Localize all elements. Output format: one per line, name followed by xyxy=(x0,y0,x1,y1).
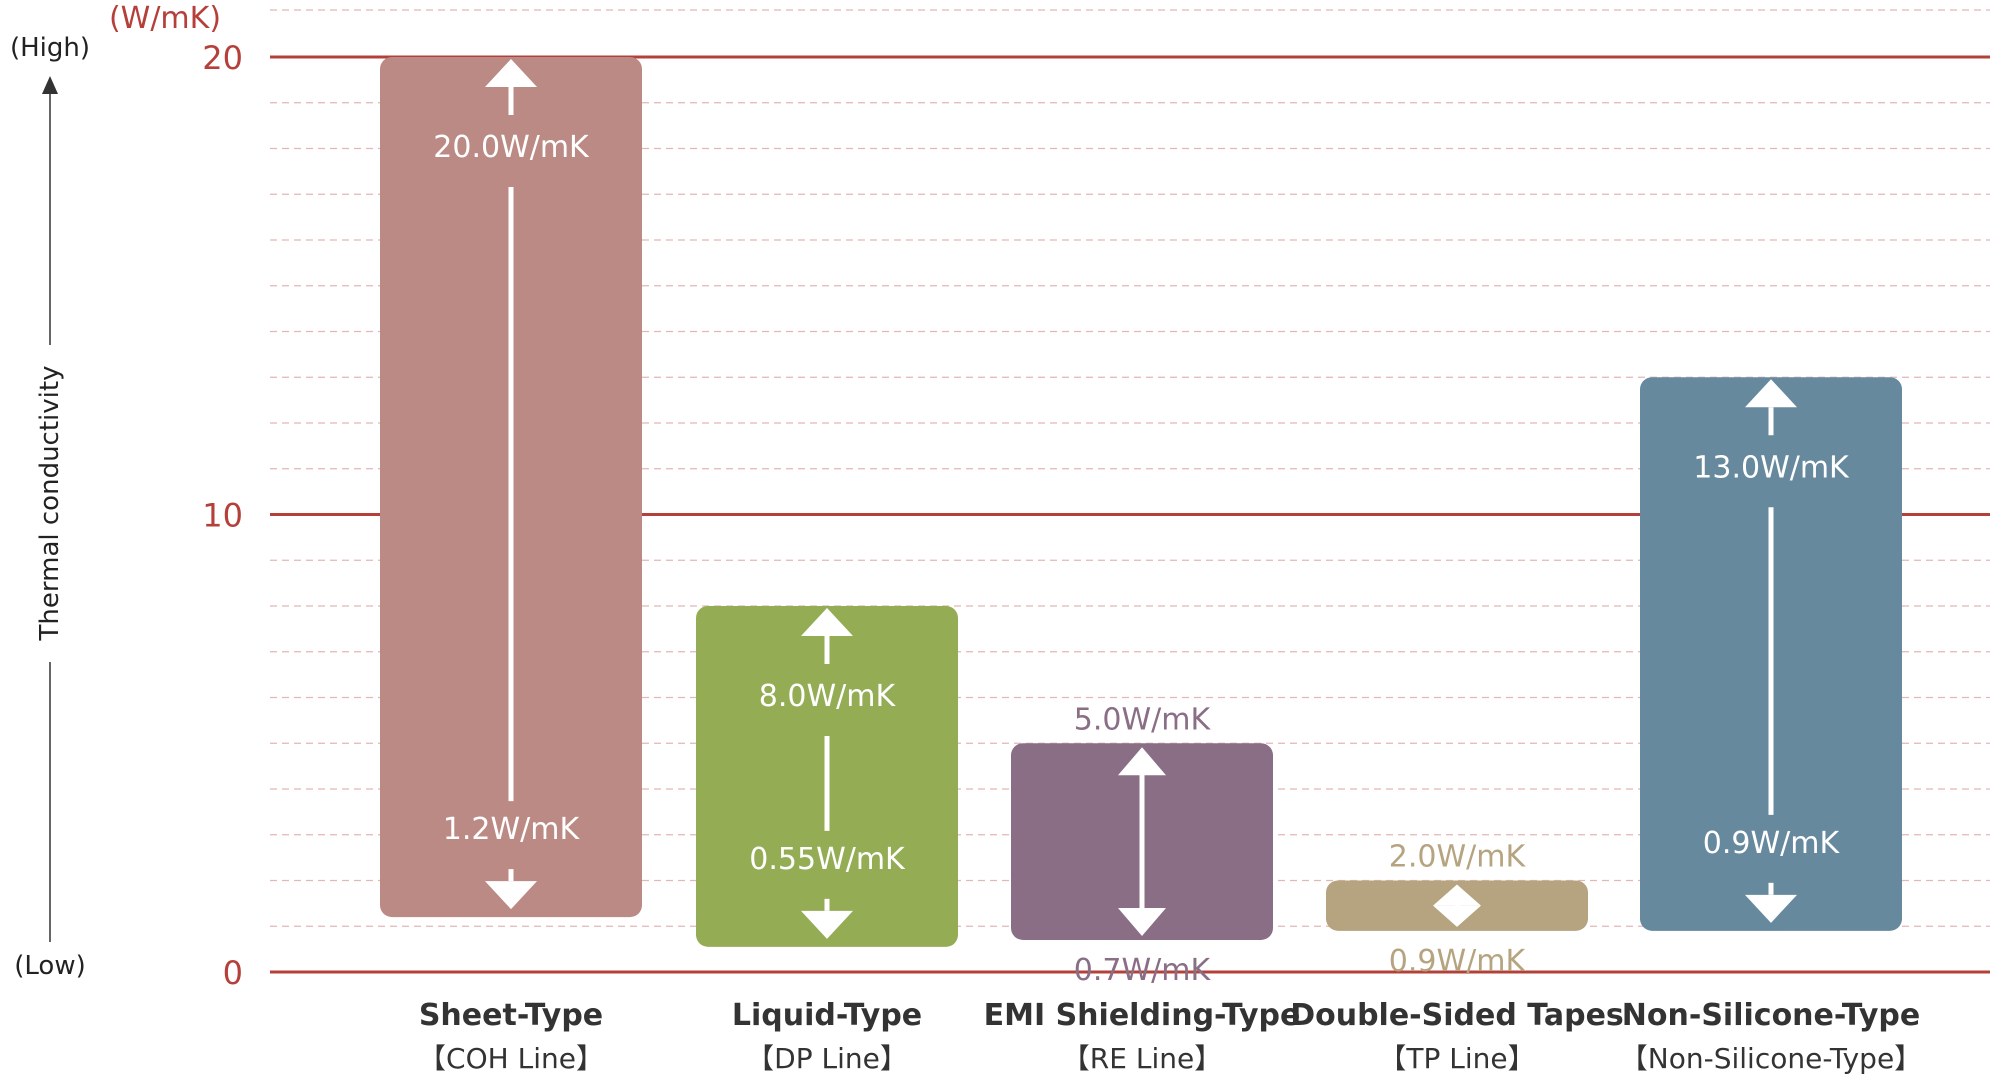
bar-double-sided-tapes-min-label: 0.9W/mK xyxy=(1389,944,1527,979)
category-line-label: 【COH Line】 xyxy=(418,1042,604,1075)
category-label: Non-Silicone-Type xyxy=(1622,998,1920,1033)
category-line-label: 【Non-Silicone-Type】 xyxy=(1620,1042,1922,1075)
y-tick-label: 0 xyxy=(223,954,243,992)
category-label: EMI Shielding-Type xyxy=(984,998,1301,1033)
bar-emi-shielding-type-min-label: 0.7W/mK xyxy=(1074,953,1212,988)
y-tick-label: 20 xyxy=(202,39,243,77)
y-axis-label: Thermal conductivity xyxy=(35,366,65,642)
bar-non-silicone-type-arrow-up xyxy=(1745,379,1797,408)
category-label: Sheet-Type xyxy=(419,998,603,1033)
unit-label: (W/mK) xyxy=(109,1,221,36)
bar-emi-shielding-type-arrow-down xyxy=(1118,907,1166,936)
axis-arrow-head xyxy=(42,76,58,94)
category-label: Double-Sided Tapes xyxy=(1290,998,1624,1033)
low-label: (Low) xyxy=(14,951,86,981)
bar-double-sided-tapes-arrow-up xyxy=(1433,884,1481,906)
category-label: Liquid-Type xyxy=(732,998,922,1033)
y-tick-label: 10 xyxy=(202,497,243,535)
category-line-label: 【TP Line】 xyxy=(1378,1042,1535,1075)
bar-non-silicone-type-arrow-down xyxy=(1745,894,1797,923)
bar-liquid-type-arrow-down xyxy=(801,910,853,939)
bar-emi-shielding-type-arrow-up xyxy=(1118,747,1166,776)
bar-liquid-type-max-label: 8.0W/mK xyxy=(759,679,897,714)
bar-sheet-type-arrow-down xyxy=(485,881,537,910)
high-label: (High) xyxy=(10,33,90,63)
bar-double-sided-tapes-arrow-down xyxy=(1433,905,1481,927)
bar-liquid-type-arrow-up xyxy=(801,608,853,636)
category-line-label: 【RE Line】 xyxy=(1062,1042,1222,1075)
bar-sheet-type-min-label: 1.2W/mK xyxy=(443,812,581,847)
bar-emi-shielding-type-max-label: 5.0W/mK xyxy=(1074,702,1212,737)
bar-liquid-type-min-label: 0.55W/mK xyxy=(749,842,906,877)
bar-sheet-type-max-label: 20.0W/mK xyxy=(433,130,590,165)
bar-non-silicone-type-min-label: 0.9W/mK xyxy=(1703,826,1841,861)
bar-non-silicone-type-max-label: 13.0W/mK xyxy=(1693,450,1850,485)
category-line-label: 【DP Line】 xyxy=(746,1042,908,1075)
bar-double-sided-tapes-max-label: 2.0W/mK xyxy=(1389,840,1527,875)
bar-sheet-type-arrow-up xyxy=(485,59,537,87)
